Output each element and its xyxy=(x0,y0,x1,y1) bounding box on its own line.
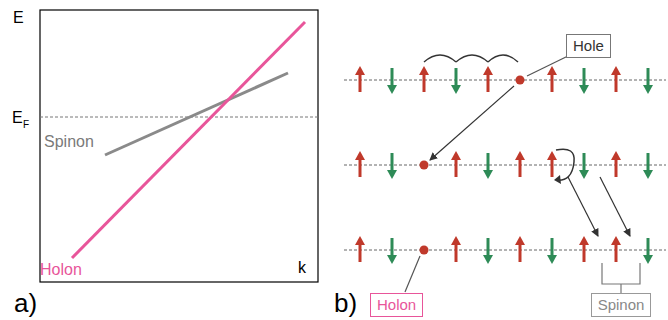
spin-arrow xyxy=(551,74,554,92)
hole-dot xyxy=(516,76,525,85)
spin-arrow xyxy=(611,66,621,75)
spin-arrow xyxy=(551,159,554,177)
spin-arrow xyxy=(391,153,394,171)
flip-arrow xyxy=(556,149,574,180)
spin-arrow xyxy=(387,170,397,179)
axis-label: k xyxy=(298,260,306,276)
spin-arrow xyxy=(483,170,493,179)
spin-arrow xyxy=(387,85,397,94)
spin-arrow xyxy=(355,151,365,160)
spin-arrow xyxy=(547,66,557,75)
spin-arrow xyxy=(647,153,650,171)
spin-arrow xyxy=(423,74,426,92)
callout-text: Spinon xyxy=(598,296,645,313)
spin-arrow xyxy=(643,255,653,264)
spin-arrow xyxy=(451,236,461,245)
spin-arrow xyxy=(455,159,458,177)
spin-arrow xyxy=(455,68,458,86)
spin-arrow xyxy=(615,244,618,262)
move-arrow xyxy=(430,86,514,160)
spin-arrow xyxy=(483,66,493,75)
leader-line xyxy=(527,55,570,76)
flip-arrow xyxy=(554,175,561,184)
spin-arrow xyxy=(451,85,461,94)
callout-box: Holon xyxy=(370,293,423,317)
axis-label: E xyxy=(13,10,24,26)
spin-arrow xyxy=(355,236,365,245)
callout-text: Holon xyxy=(377,296,416,313)
hop-arc xyxy=(456,55,488,62)
plot-frame xyxy=(40,10,318,282)
callout-box: Spinon xyxy=(591,293,652,317)
spin-arrow xyxy=(487,238,490,256)
spin-arrow xyxy=(487,153,490,171)
spin-arrow xyxy=(547,151,557,160)
spin-arrow xyxy=(547,255,557,264)
callout-text: Hole xyxy=(573,37,604,54)
hole-dot xyxy=(420,246,429,255)
spin-arrow xyxy=(519,244,522,262)
spin-arrow xyxy=(615,159,618,177)
hop-arc xyxy=(488,55,518,62)
spin-arrow xyxy=(519,159,522,177)
hole-dot xyxy=(420,161,429,170)
fermi-subscript: F xyxy=(23,120,29,130)
spinon-line xyxy=(105,73,288,155)
panel-label: a) xyxy=(14,290,37,316)
leader-line xyxy=(405,256,420,292)
spin-arrow xyxy=(515,151,525,160)
curve-label: Spinon xyxy=(44,134,94,150)
spin-arrow xyxy=(579,236,589,245)
callout-box: Hole xyxy=(566,34,611,58)
spin-arrow xyxy=(615,74,618,92)
spin-arrow xyxy=(391,68,394,86)
spin-arrow xyxy=(455,244,458,262)
spin-arrow xyxy=(359,74,362,92)
fermi-label: E xyxy=(12,110,23,126)
move-arrow xyxy=(600,177,630,236)
spin-arrow xyxy=(611,151,621,160)
curve-label: Holon xyxy=(40,262,82,278)
spin-arrow xyxy=(579,170,589,179)
spin-arrow xyxy=(583,244,586,262)
spin-arrow xyxy=(355,66,365,75)
spin-arrow xyxy=(583,153,586,171)
spin-arrow xyxy=(387,255,397,264)
panel-label: b) xyxy=(334,290,357,316)
spin-arrow xyxy=(419,66,429,75)
spin-arrow xyxy=(487,74,490,92)
fermi-level xyxy=(40,117,318,118)
spin-arrow xyxy=(643,85,653,94)
spin-arrow xyxy=(647,68,650,86)
bracket xyxy=(602,263,640,293)
spin-arrow xyxy=(359,244,362,262)
spin-arrow xyxy=(359,159,362,177)
spin-arrow xyxy=(391,238,394,256)
spin-arrow xyxy=(579,85,589,94)
spin-arrow xyxy=(583,68,586,86)
move-arrow xyxy=(568,177,598,236)
hop-arc xyxy=(424,55,456,62)
spin-arrow xyxy=(515,236,525,245)
spin-arrow xyxy=(551,238,554,256)
spin-arrow xyxy=(483,255,493,264)
spin-arrow xyxy=(647,238,650,256)
spin-arrow xyxy=(451,151,461,160)
spin-arrow xyxy=(611,236,621,245)
holon-line xyxy=(72,22,305,258)
spin-arrow xyxy=(643,170,653,179)
